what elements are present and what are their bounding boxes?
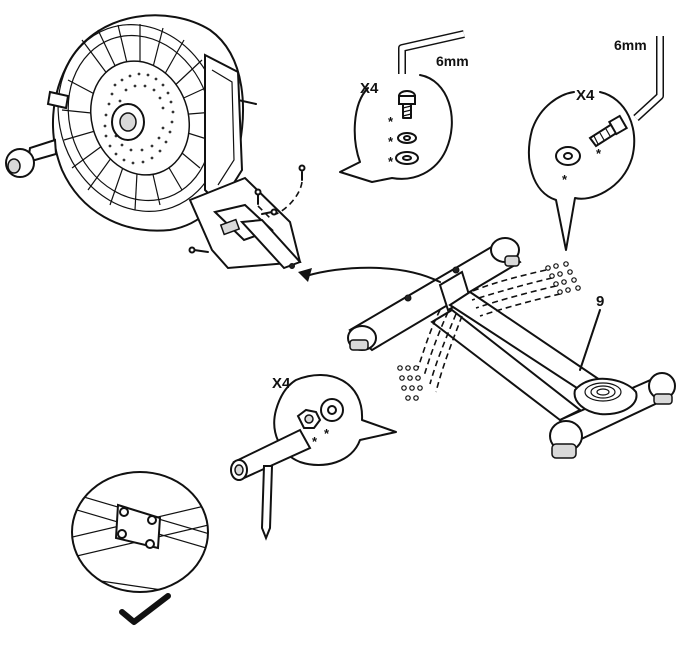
callout-top-center: X4 6mm * * *	[340, 34, 469, 182]
fasteners-lower	[398, 366, 422, 400]
callout-top-right-qty: X4	[576, 87, 595, 104]
assembly-arrow	[298, 268, 440, 282]
callout-top-right: X4 6mm * *	[529, 36, 660, 250]
asterisk-lock-washer: *	[388, 134, 394, 149]
stabilizer-frame: 9	[348, 238, 675, 458]
washer-icon	[556, 147, 580, 165]
asterisk-nut: *	[312, 434, 318, 449]
screw-icon	[399, 91, 415, 118]
callout-bottom-center-qty: X4	[272, 375, 291, 392]
bolt-icon	[590, 116, 627, 146]
fasteners-right	[546, 262, 580, 294]
detail-inset	[60, 472, 230, 615]
callout-top-center-qty: X4	[360, 80, 379, 97]
flywheel-housing	[6, 1, 305, 268]
asterisk-bolt: *	[596, 146, 602, 161]
callout-top-center-tool: 6mm	[436, 53, 469, 69]
part-number-9: 9	[596, 293, 604, 310]
asterisk-washer-bottom: *	[324, 426, 330, 441]
socket-wrench-icon	[231, 430, 310, 538]
washer-icon	[321, 399, 343, 421]
asterisk-flat-washer: *	[388, 154, 394, 169]
checkmark-icon	[122, 596, 168, 622]
flat-washer-icon	[396, 152, 418, 164]
asterisk-screw: *	[388, 114, 394, 129]
callout-top-right-tool: 6mm	[614, 37, 647, 53]
lock-washer-icon	[398, 133, 416, 143]
nut-icon	[298, 410, 320, 428]
asterisk-washer: *	[562, 172, 568, 187]
